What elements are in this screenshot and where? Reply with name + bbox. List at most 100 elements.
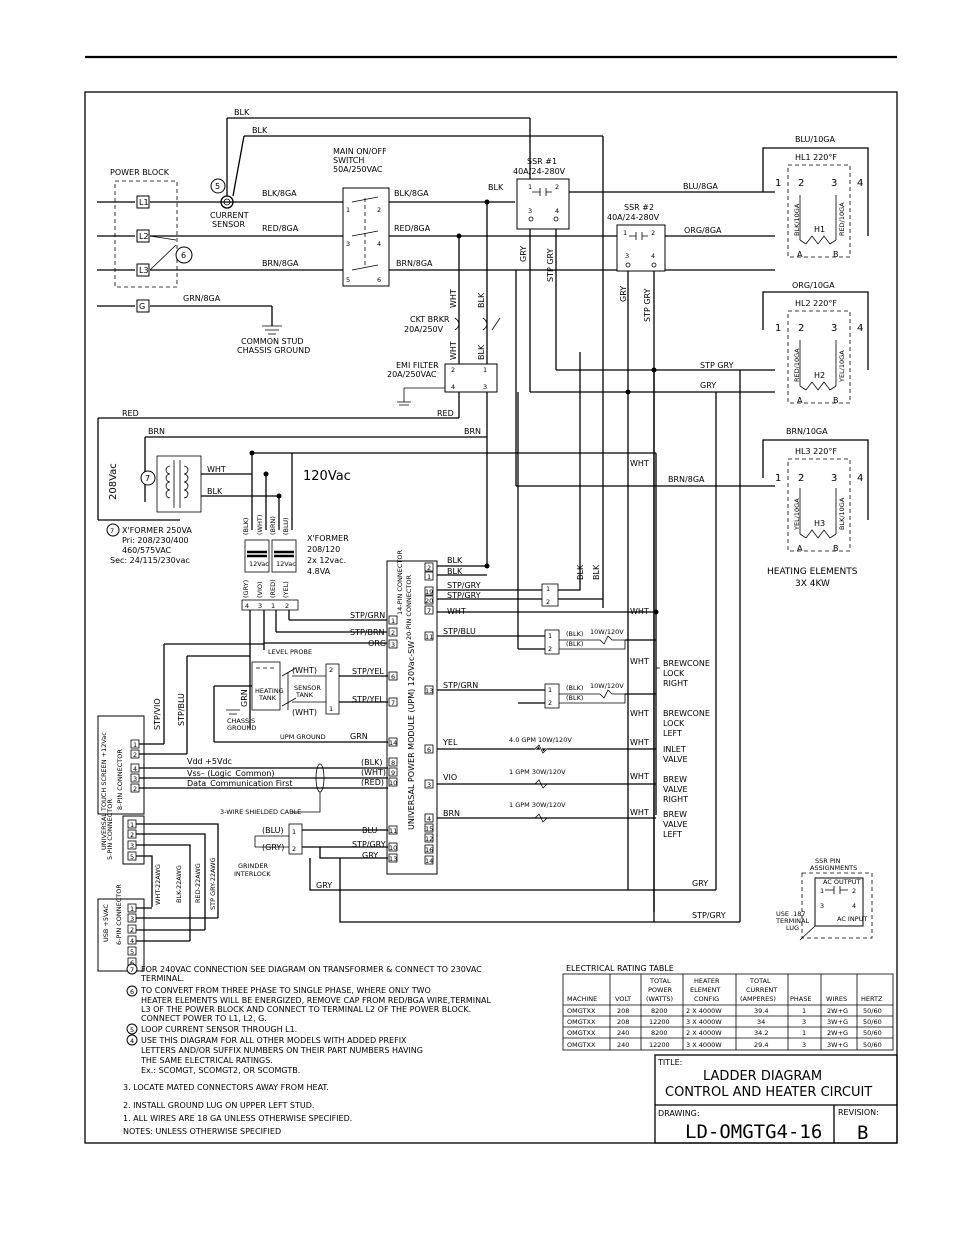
svg-text:A: A — [797, 396, 803, 405]
svg-text:H3: H3 — [814, 519, 825, 528]
wire-label-stp-grn: STP/GRN — [443, 681, 478, 690]
svg-text:2: 2 — [798, 178, 804, 189]
svg-text:2W+G: 2W+G — [827, 1029, 848, 1037]
svg-text:1: 1 — [802, 1029, 806, 1037]
upm-left-pins: 1 2 3 6 7 14 8 9 10 11 10 13 — [388, 615, 398, 863]
svg-text:YEL/10GA: YEL/10GA — [793, 498, 801, 531]
ssr1 — [516, 178, 570, 230]
svg-text:VOLT: VOLT — [615, 995, 631, 1003]
svg-text:BLK-22AWG: BLK-22AWG — [175, 865, 183, 903]
svg-text:3: 3 — [427, 781, 431, 789]
common-stud-label: COMMON STUD — [241, 337, 304, 346]
svg-text:YEL/10GA: YEL/10GA — [838, 350, 846, 383]
svg-text:Pri: 208/230/400: Pri: 208/230/400 — [122, 536, 189, 545]
svg-text:20: 20 — [425, 597, 433, 605]
svg-text:TERMINAL.: TERMINAL. — [140, 974, 184, 983]
svg-text:12Vac: 12Vac — [249, 560, 269, 568]
svg-text:4: 4 — [857, 323, 863, 334]
main-switch[interactable] — [342, 187, 390, 287]
wire-label-wht-ckt: WHT — [449, 289, 458, 308]
svg-text:LOCK: LOCK — [663, 719, 685, 728]
svg-text:3: 3 — [391, 641, 395, 649]
transformer-250va — [156, 455, 202, 513]
svg-text:4: 4 — [651, 252, 655, 260]
svg-text:GROUND: GROUND — [227, 724, 256, 732]
svg-text:1: 1 — [130, 821, 134, 829]
wire-label-grn-8ga: GRN/8GA — [183, 294, 221, 303]
svg-text:208: 208 — [617, 1018, 629, 1026]
svg-text:4: 4 — [427, 815, 431, 823]
svg-text:8200: 8200 — [651, 1029, 668, 1037]
wire-label-blk-xf: BLK — [207, 487, 223, 496]
wire-label-stp-grn-l: STP/GRN — [350, 611, 385, 620]
wire-label-gry-r: GRY — [700, 381, 716, 390]
svg-text:TOTAL: TOTAL — [749, 977, 771, 985]
svg-text:2: 2 — [285, 602, 289, 610]
svg-text:29.4: 29.4 — [754, 1041, 768, 1049]
svg-text:4.0 GPM 10W/120V: 4.0 GPM 10W/120V — [509, 736, 572, 744]
wire-label-brn-emi: BRN — [464, 427, 481, 436]
brewcone-left-solenoid — [559, 689, 626, 704]
wire-label-stp-gry-r: STP GRY — [700, 361, 734, 370]
svg-text:MACHINE: MACHINE — [567, 995, 597, 1003]
touch-screen — [97, 715, 145, 815]
svg-text:(WHT): (WHT) — [256, 515, 264, 535]
svg-text:7: 7 — [391, 699, 395, 707]
svg-text:14: 14 — [425, 857, 433, 865]
svg-text:4: 4 — [377, 240, 381, 248]
svg-text:1. ALL WIRES ARE 18 GA UNLESS: 1. ALL WIRES ARE 18 GA UNLESS OTHERWISE … — [123, 1114, 352, 1123]
svg-text:BLK/10GA: BLK/10GA — [793, 203, 801, 236]
svg-text:2: 2 — [451, 366, 455, 374]
upm-right-pins: 2 1 19 20 7 11 13 6 3 4 15 12 16 14 — [424, 562, 434, 865]
wire-label-stp-brn-l: STP/BRN — [350, 628, 385, 637]
svg-text:WHT: WHT — [630, 738, 649, 747]
label-120vac: 120Vac — [303, 469, 351, 484]
emi-filter — [444, 363, 498, 393]
svg-text:50/60: 50/60 — [863, 1007, 882, 1015]
svg-text:50/60: 50/60 — [863, 1018, 882, 1026]
brewcone-lock-left-label: BREWCONE — [663, 709, 710, 718]
xformer-small-label: X'FORMER — [307, 534, 349, 543]
svg-text:1 GPM 30W/120V: 1 GPM 30W/120V — [509, 768, 566, 776]
svg-text:1: 1 — [427, 573, 431, 581]
svg-text:LOOP CURRENT SENSOR THROUGH L1: LOOP CURRENT SENSOR THROUGH L1. — [141, 1025, 297, 1034]
svg-text:USE THIS DIAGRAM FOR ALL OTHER: USE THIS DIAGRAM FOR ALL OTHER MODELS WI… — [141, 1036, 407, 1045]
svg-text:LETTERS AND/OR SUFFIX NUMBERS: LETTERS AND/OR SUFFIX NUMBERS ON THEIR P… — [141, 1046, 423, 1055]
svg-text:L1: L1 — [139, 198, 149, 207]
wire-label-blk-top: BLK — [234, 108, 250, 117]
svg-text:50/60: 50/60 — [863, 1029, 882, 1037]
ssr2-label: SSR #2 — [624, 203, 654, 212]
svg-text:2: 2 — [133, 785, 137, 793]
svg-text:4: 4 — [857, 178, 863, 189]
terminal-l3: L3 — [97, 263, 150, 277]
wire-label-blk-v1: BLK — [576, 564, 585, 580]
ckt-brkr-label: CKT BRKR — [410, 315, 450, 324]
svg-text:LEFT: LEFT — [663, 729, 682, 738]
rating-table-title: ELECTRICAL RATING TABLE — [566, 964, 674, 973]
svg-text:(VIO): (VIO) — [256, 581, 264, 598]
label-208vac: 208Vac — [108, 463, 119, 500]
title-line-2: CONTROL AND HEATER CIRCUIT — [665, 1085, 872, 1100]
svg-text:(AMPERES): (AMPERES) — [740, 995, 776, 1003]
circuit-breaker[interactable] — [454, 317, 501, 331]
svg-text:L3 OF THE POWER BLOCK AND CONN: L3 OF THE POWER BLOCK AND CONNECT TO TER… — [141, 1005, 471, 1014]
svg-text:A: A — [797, 544, 803, 553]
svg-text:3: 3 — [831, 473, 837, 484]
svg-text:DRAWING:: DRAWING: — [658, 1109, 700, 1118]
main-switch-label: MAIN ON/OFF — [333, 147, 387, 156]
wire-label-org-10ga: ORG/10GA — [792, 281, 835, 290]
svg-text:2: 2 — [548, 645, 552, 653]
svg-text:208/120: 208/120 — [307, 545, 340, 554]
svg-text:3: 3 — [802, 1018, 806, 1026]
svg-text:5: 5 — [130, 1026, 134, 1034]
wire-label-red-xf: RED — [122, 409, 139, 418]
revision-letter: B — [857, 1122, 868, 1144]
svg-text:1: 1 — [346, 206, 350, 214]
svg-text:7: 7 — [427, 607, 431, 615]
svg-text:2: 2 — [427, 564, 431, 572]
svg-text:TANK: TANK — [295, 691, 314, 699]
svg-text:10: 10 — [389, 779, 397, 787]
